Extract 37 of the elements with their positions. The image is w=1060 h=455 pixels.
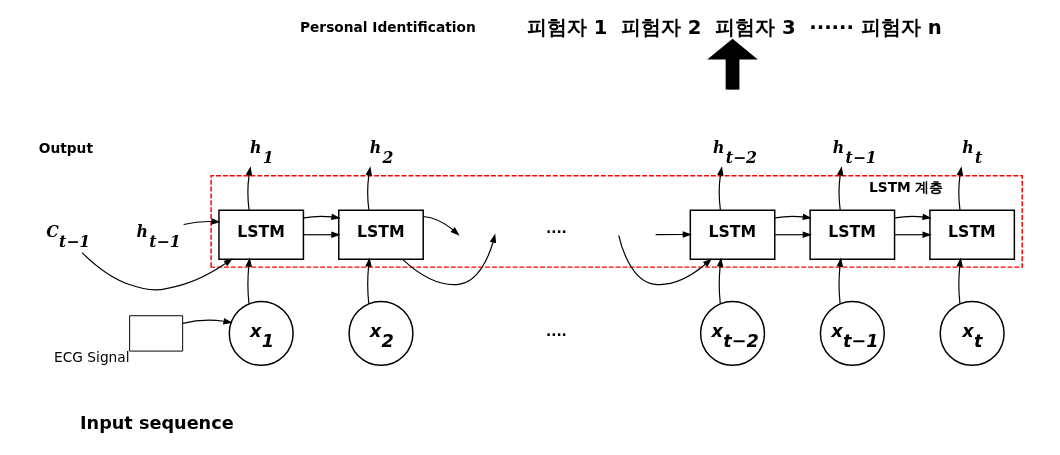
arrow <box>893 231 932 238</box>
node-box: LSTM <box>337 209 424 260</box>
arrow <box>245 257 252 305</box>
arrow <box>182 218 221 226</box>
label: ···· <box>545 224 567 241</box>
arrow <box>617 234 712 286</box>
arrow <box>365 166 372 211</box>
arrow <box>716 166 724 211</box>
arrow <box>401 233 496 286</box>
arrow <box>893 213 932 221</box>
arrow <box>654 231 692 238</box>
node-text: 피험자 1 피험자 2 피험자 3 ······ 피험자 n <box>526 15 942 39</box>
label: Output <box>38 139 93 156</box>
label: .... <box>545 323 567 340</box>
arrow <box>836 257 843 305</box>
arrow <box>955 257 963 305</box>
arrow <box>956 166 963 211</box>
arrow <box>774 231 812 238</box>
arrow <box>836 166 843 211</box>
arrow <box>80 252 233 291</box>
node-label: ECG Signal <box>53 349 130 366</box>
arrow <box>706 38 758 90</box>
arrow <box>181 318 233 325</box>
arrow <box>302 231 341 238</box>
arrow <box>774 213 812 221</box>
arrow <box>364 257 372 305</box>
arrow <box>302 213 341 221</box>
node-box: LSTM <box>808 209 895 260</box>
node-box: LSTM <box>689 209 775 260</box>
node-box: LSTM <box>217 209 304 260</box>
arrow <box>245 166 252 211</box>
node-box <box>128 315 183 352</box>
arrow <box>422 215 460 236</box>
arrow <box>716 257 723 305</box>
node-box: LSTM <box>928 209 1015 260</box>
label: Personal Identification <box>299 19 476 36</box>
label: Input sequence <box>79 412 234 433</box>
